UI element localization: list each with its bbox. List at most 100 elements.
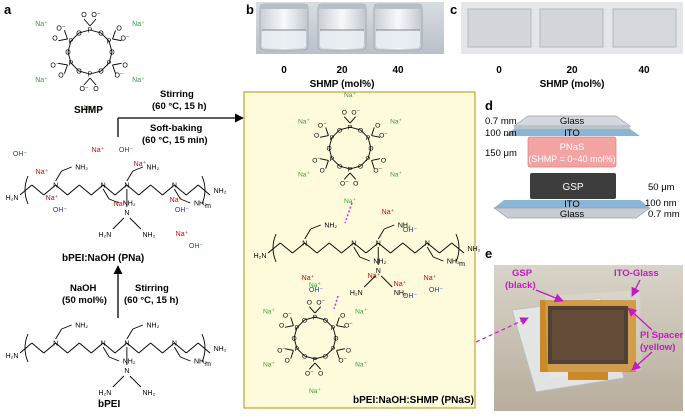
ring-bond (100, 62, 110, 72)
bracket-right (455, 233, 460, 263)
ring-bond (332, 337, 337, 349)
backbone-bond (197, 184, 211, 196)
p-o-bond (349, 116, 357, 124)
oxygen-anion: O⁻ (305, 370, 314, 377)
pi-spacer-annotation-note: (yellow) (640, 342, 675, 353)
backbone-bond (90, 342, 104, 354)
p-o-bond (371, 158, 381, 161)
backbone-bond (426, 242, 440, 254)
branch-bond (359, 256, 370, 262)
sodium-ion: Na⁺ (114, 200, 127, 208)
stirring-top-label: Stirring (160, 89, 194, 100)
oxygen-atom: O (93, 86, 99, 93)
ring-bond (339, 126, 351, 131)
p-o-bond (290, 317, 294, 326)
backbone-bond (185, 184, 199, 196)
hydrogen-bond-top (344, 202, 353, 224)
backbone-bond (19, 342, 33, 354)
hydroxide-ion: OH⁻ (13, 151, 28, 158)
nitrogen-atom: N (425, 241, 430, 248)
oxygen-atom: O (285, 358, 290, 365)
repeat-index-m: m (205, 361, 211, 368)
phosphorus-atom: P (295, 325, 300, 332)
oxygen-atom: O (81, 12, 87, 19)
ring-bond (314, 316, 326, 321)
panel-label-a: a (4, 2, 12, 17)
phosphorus-atom: P (88, 72, 93, 79)
oxygen-anion: O⁻ (79, 86, 88, 93)
branch-bond (108, 356, 120, 362)
nitrogen-atom: N (101, 183, 106, 190)
sodium-ion: Na⁺ (344, 92, 356, 99)
backbone-bond (402, 242, 416, 254)
sodium-ion: Na⁺ (134, 160, 147, 168)
nitrogen-atom: N (101, 341, 106, 348)
sodium-ion: Na⁺ (309, 282, 321, 289)
oxygen-atom: O (76, 30, 82, 37)
sodium-ion: Na⁺ (263, 362, 275, 369)
pi-spacer-annotation: PI Spacer (640, 330, 684, 341)
backbone-bond (174, 184, 187, 196)
branch-bond (132, 166, 144, 172)
backbone-bond (43, 342, 56, 354)
bracket-left (24, 333, 29, 363)
p-o-bond (112, 62, 122, 66)
oxygen-atom: O (58, 73, 64, 80)
branch-amine: NH₂ (373, 259, 386, 266)
terminal-amine-right: NH₂ (214, 346, 227, 353)
ito-pointer (631, 279, 641, 297)
phosphorus-atom: P (313, 315, 318, 322)
p-o-bond (325, 127, 329, 136)
oxygen-atom: O (116, 25, 122, 32)
hydroxide-ion: OH⁻ (429, 287, 444, 294)
branch-bond (126, 328, 134, 340)
dim-left-pnas: 150 μm (485, 148, 517, 159)
nitrogen-atom: N (376, 241, 381, 248)
softbake-cond: (60 °C, 15 min) (142, 135, 208, 146)
ring-bond (78, 70, 91, 75)
oxygen-atom: O (337, 127, 342, 134)
backbone-bond (197, 342, 211, 354)
branch-bond (380, 275, 393, 288)
oxygen-atom: O (314, 132, 319, 139)
p-o-bond (58, 38, 68, 42)
backbone-bond (316, 242, 330, 254)
dim-right-ito: 100 nm (645, 198, 677, 209)
nitrogen-atom: N (53, 183, 58, 190)
hydroxide-ion: OH⁻ (53, 207, 68, 214)
oxygen-anion: O⁻ (340, 180, 349, 187)
vial-liquid (376, 30, 420, 48)
branch-amine: NH₂ (142, 390, 155, 397)
naoh-label: NaOH (70, 283, 97, 294)
branch-bond (102, 188, 110, 200)
oxygen-atom: O (98, 30, 104, 37)
softbake-label: Soft-baking (150, 123, 202, 134)
sodium-ion: Na⁺ (390, 172, 402, 179)
branch-amine: NH₂ (194, 201, 207, 208)
backbone-bond (79, 184, 92, 196)
ring-bond (325, 348, 334, 357)
panel-b-tick-20: 20 (336, 65, 348, 76)
shmp-label: SHMP (74, 105, 103, 116)
vial-rim (260, 4, 308, 9)
p-o-bond (343, 116, 351, 124)
p-o-bond (371, 135, 381, 138)
repeat-index-m: m (459, 261, 465, 268)
branch-bond (55, 328, 63, 340)
p-o-bond (284, 348, 294, 351)
ring-bond (296, 348, 305, 357)
sodium-ion: Na⁺ (132, 20, 145, 28)
backbone-bond (55, 342, 68, 354)
sodium-ion: Na⁺ (368, 272, 381, 280)
bracket-right (201, 175, 206, 205)
layer-ito-top: ITO (564, 128, 580, 139)
backbone-bond (353, 242, 367, 254)
ring-bond (70, 62, 80, 72)
stirring-top-cond: (60 °C, 15 h) (152, 101, 206, 112)
backbone-bond (126, 342, 140, 354)
vial (317, 3, 367, 51)
phosphorus-atom: P (366, 156, 371, 163)
backbone-bond (390, 242, 404, 254)
backbone-bond (162, 184, 175, 196)
oxygen-anion: O⁻ (50, 62, 59, 69)
